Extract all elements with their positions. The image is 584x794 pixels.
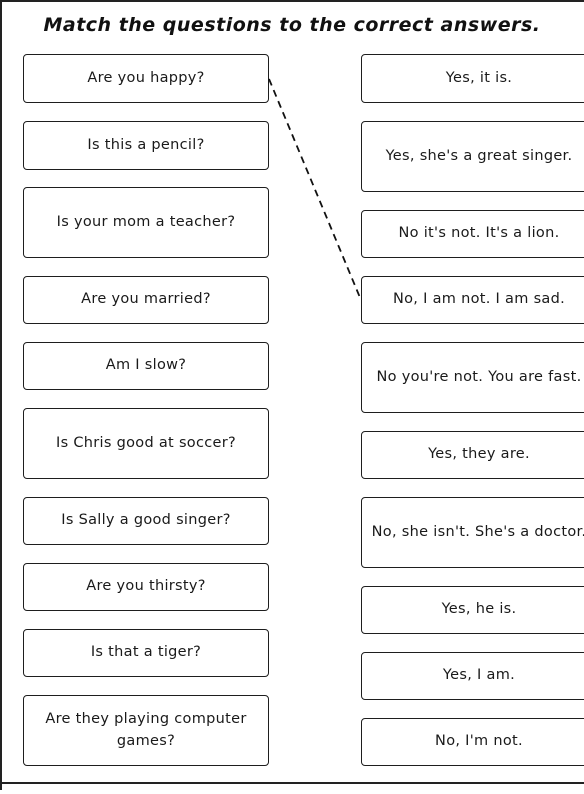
answer-box-9[interactable]: Yes, I am. [361,652,584,700]
question-box-2[interactable]: Is this a pencil? [23,121,269,170]
answer-box-10[interactable]: No, I'm not. [361,718,584,766]
question-box-10[interactable]: Are they playing computer games? [23,695,269,766]
question-box-4[interactable]: Are you married? [23,276,269,324]
answer-box-2[interactable]: Yes, she's a great singer. [361,121,584,192]
question-box-1[interactable]: Are you happy? [23,54,269,103]
question-box-5[interactable]: Am I slow? [23,342,269,390]
question-box-7[interactable]: Is Sally a good singer? [23,497,269,545]
question-box-3[interactable]: Is your mom a teacher? [23,187,269,258]
frame-bottom-border [0,782,584,784]
answer-box-8[interactable]: Yes, he is. [361,586,584,634]
frame-left-border [0,0,2,790]
instructions-title: Match the questions to the correct answe… [43,14,541,36]
answer-box-4[interactable]: No, I am not. I am sad. [361,276,584,324]
frame-top-border [0,0,584,2]
dashed-match-line [268,78,362,301]
question-box-9[interactable]: Is that a tiger? [23,629,269,677]
question-box-8[interactable]: Are you thirsty? [23,563,269,611]
answer-box-7[interactable]: No, she isn't. She's a doctor. [361,497,584,568]
answer-box-5[interactable]: No you're not. You are fast. [361,342,584,413]
answer-box-3[interactable]: No it's not. It's a lion. [361,210,584,258]
answer-box-1[interactable]: Yes, it is. [361,54,584,103]
question-box-6[interactable]: Is Chris good at soccer? [23,408,269,479]
answer-box-6[interactable]: Yes, they are. [361,431,584,479]
